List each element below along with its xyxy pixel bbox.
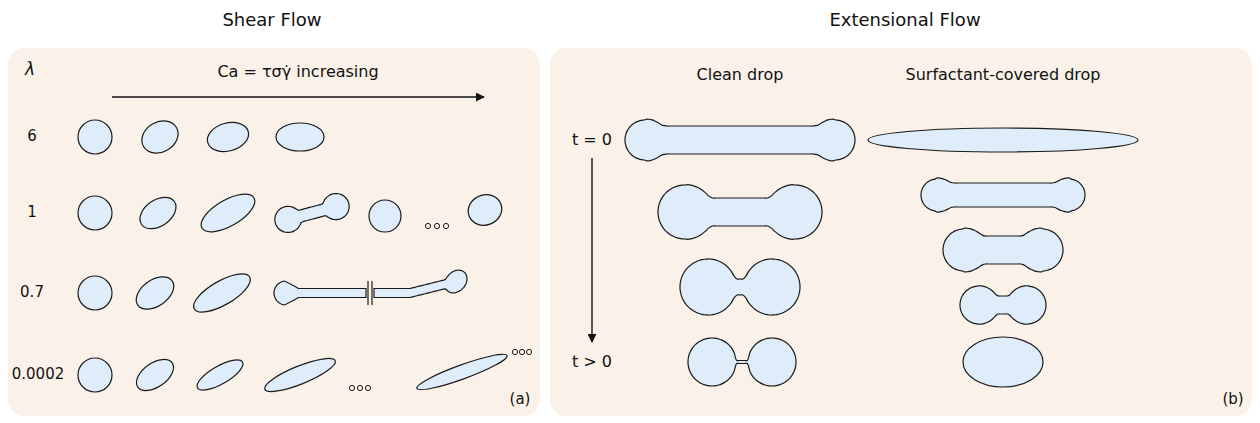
drop	[78, 196, 112, 230]
column-label: Clean drop	[697, 66, 784, 84]
drop	[868, 128, 1138, 152]
drop	[658, 185, 822, 240]
drop	[78, 276, 112, 310]
drop	[943, 228, 1063, 272]
drop	[136, 115, 184, 160]
panel-heading: Shear Flow	[222, 10, 321, 31]
drop	[188, 267, 255, 320]
drop	[963, 337, 1043, 387]
drop	[960, 286, 1046, 324]
drop	[464, 190, 506, 230]
drop	[134, 191, 182, 235]
drop	[369, 200, 401, 232]
panel-letter: (b)	[1222, 391, 1243, 408]
row-label: 0.0002	[12, 366, 65, 383]
drop	[196, 187, 261, 240]
ellipsis-dot	[512, 349, 517, 354]
ellipsis-dot	[434, 223, 439, 228]
ellipsis-dot	[349, 385, 354, 390]
drop	[130, 270, 179, 315]
ellipsis-dot	[425, 223, 430, 228]
drop	[688, 338, 796, 386]
stretched-drop-left	[274, 281, 366, 305]
drop	[78, 358, 112, 392]
ellipsis-dot	[443, 223, 448, 228]
time-label: t = 0	[572, 131, 612, 149]
row-label: 0.7	[20, 284, 44, 301]
drop	[78, 120, 112, 154]
ellipsis-dot	[526, 349, 531, 354]
drop	[204, 118, 252, 156]
panel-heading: Extensional Flow	[829, 10, 980, 31]
drop	[680, 259, 800, 315]
row-label: 1	[27, 204, 37, 221]
drop	[921, 178, 1085, 212]
ellipsis-dot	[357, 385, 362, 390]
break-mark	[371, 281, 372, 305]
ellipsis-dot	[365, 385, 370, 390]
ellipsis-dot	[519, 349, 524, 354]
column-label: Surfactant-covered drop	[906, 66, 1101, 84]
increase-arrow	[112, 96, 484, 97]
time-label: t > 0	[572, 353, 612, 371]
time-arrow	[591, 158, 592, 342]
drop	[625, 119, 855, 161]
drop	[276, 123, 324, 151]
drop	[415, 349, 510, 395]
stretched-drop-right	[374, 270, 467, 297]
drop	[261, 352, 338, 397]
axis-label: Ca = τσγ̇ increasing	[217, 63, 378, 81]
drop	[272, 190, 352, 235]
drop	[193, 354, 247, 396]
row-label: 6	[27, 128, 37, 145]
break-mark	[367, 281, 368, 305]
extension-panel: Extensional FlowClean dropSurfactant-cov…	[550, 48, 1252, 416]
axis-symbol: λ	[25, 60, 35, 80]
drop	[131, 353, 179, 397]
panel-letter: (a)	[510, 391, 531, 408]
